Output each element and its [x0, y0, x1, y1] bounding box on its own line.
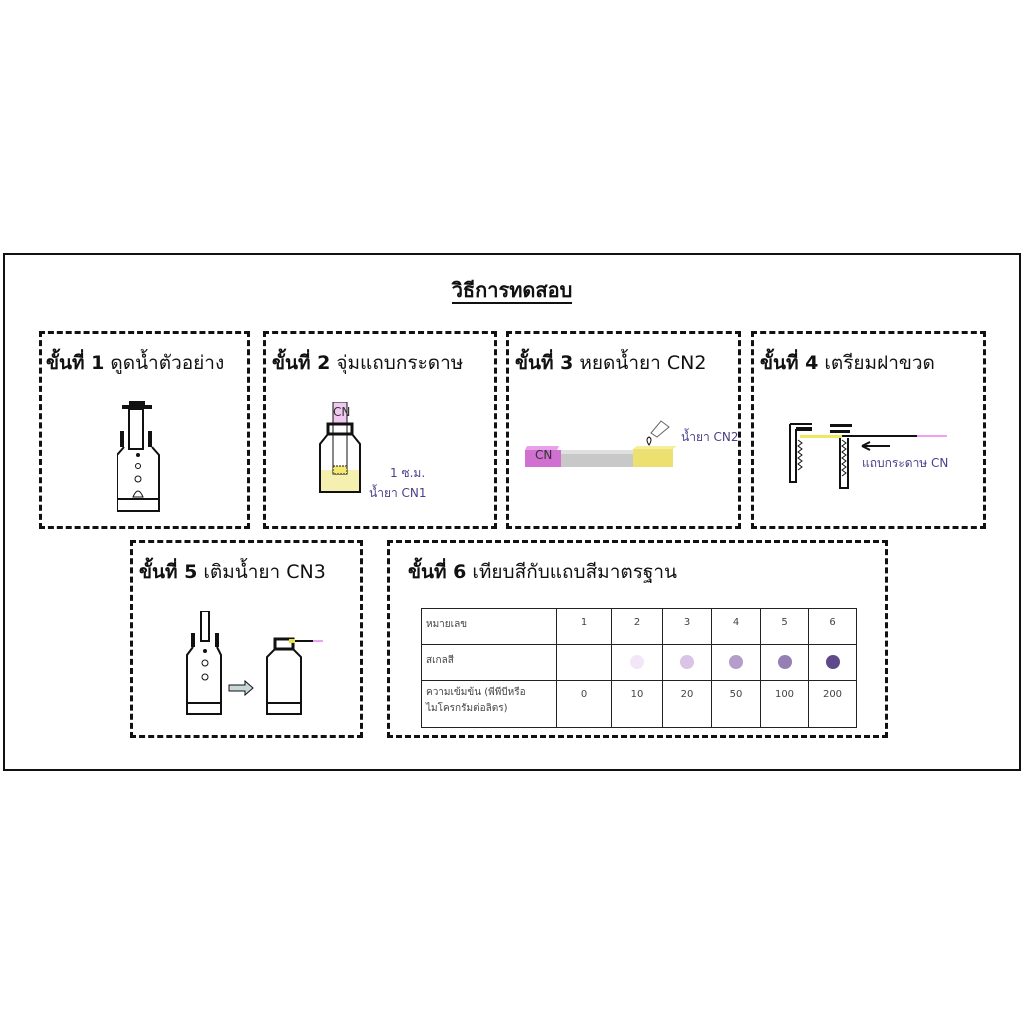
step-1-panel: ขั้นที่ 1 ดูดน้ำตัวอย่าง: [39, 331, 250, 529]
row-header: ความเข้มข้น (พีพีบีหรือ ไมโครกรัมต่อลิตร…: [421, 680, 557, 728]
depth-label: 1 ซ.ม.: [390, 466, 426, 480]
step-prefix: ขั้นที่ 4: [760, 352, 819, 374]
step-5-heading: ขั้นที่ 5 เติมน้ำยา CN3: [139, 557, 326, 587]
bottle-dip-icon: [319, 402, 361, 493]
color-cell: [662, 644, 712, 681]
table-cell: 200: [808, 680, 857, 728]
bottle-cap-icon: [789, 423, 947, 489]
step-2-heading: ขั้นที่ 2 จุ่มแถบกระดาษ: [272, 348, 463, 378]
table-cell: 100: [760, 680, 809, 728]
title-text: วิธีการทดสอบ: [451, 278, 573, 304]
step-prefix: ขั้นที่ 3: [515, 352, 574, 374]
page-title: วิธีการทดสอบ: [0, 274, 1024, 306]
procedure-frame: [3, 253, 1021, 771]
row-header: สเกลสี: [421, 644, 557, 681]
step-text: จุ่มแถบกระดาษ: [336, 352, 464, 374]
step-prefix: ขั้นที่ 6: [408, 561, 467, 583]
color-cell: [711, 644, 761, 681]
reagent-label: น้ำยา CN1: [369, 486, 427, 500]
color-cell: [760, 644, 809, 681]
step-prefix: ขั้นที่ 2: [272, 352, 331, 374]
step-prefix: ขั้นที่ 5: [139, 561, 198, 583]
color-swatch: [630, 655, 644, 669]
table-cell: 6: [808, 608, 857, 645]
table-cell: 2: [611, 608, 663, 645]
table-cell: 4: [711, 608, 761, 645]
table-cell: 10: [611, 680, 663, 728]
row-header: หมายเลข: [421, 608, 557, 645]
strip-label: CN: [333, 405, 351, 419]
step-4-heading: ขั้นที่ 4 เตรียมฝาขวด: [760, 348, 935, 378]
step-prefix: ขั้นที่ 1: [46, 352, 105, 374]
step-text: ดูดน้ำตัวอย่าง: [110, 352, 225, 374]
table-cell: 50: [711, 680, 761, 728]
color-cell: [611, 644, 663, 681]
strip-label: แถบกระดาษ CN: [862, 456, 949, 470]
color-scale-table: หมายเลข 1 2 3 4 5 6 สเกลสี ความเข้มข้น (…: [421, 608, 857, 728]
step-text: เทียบสีกับแถบสีมาตรฐาน: [472, 561, 678, 583]
step-2-panel: ขั้นที่ 2 จุ่มแถบกระดาษ CN 1 ซ.ม. น้ำยา …: [263, 331, 497, 529]
step-3-heading: ขั้นที่ 3 หยดน้ำยา CN2: [515, 348, 706, 378]
table-row: สเกลสี: [421, 644, 857, 681]
step-6-panel: ขั้นที่ 6 เทียบสีกับแถบสีมาตรฐาน: [387, 540, 888, 738]
color-cell: [556, 644, 612, 681]
table-cell: 5: [760, 608, 809, 645]
step-3-panel: ขั้นที่ 3 หยดน้ำยา CN2 CN น้ำยา CN2: [506, 331, 741, 529]
test-strip-icon: [525, 420, 677, 467]
color-swatch: [729, 655, 743, 669]
step-1-heading: ขั้นที่ 1 ดูดน้ำตัวอย่าง: [46, 348, 224, 378]
syringe-bottle-icon: [117, 401, 160, 512]
table-cell: 1: [556, 608, 612, 645]
color-swatch: [680, 655, 694, 669]
step-text: หยดน้ำยา CN2: [579, 352, 707, 374]
color-swatch: [777, 655, 792, 669]
step-text: เตรียมฝาขวด: [824, 352, 935, 374]
step-5-panel: ขั้นที่ 5 เติมน้ำยา CN3: [130, 540, 363, 738]
reagent-label: น้ำยา CN2: [681, 430, 739, 444]
table-cell: 3: [662, 608, 712, 645]
color-swatch: [825, 655, 840, 669]
table-cell: 20: [662, 680, 712, 728]
add-reagent-bottles-icon: [186, 611, 323, 715]
strip-label: CN: [535, 448, 553, 462]
table-cell: 0: [556, 680, 612, 728]
step-4-panel: ขั้นที่ 4 เตรียมฝาขวด แถบกระดาษ CN: [751, 331, 986, 529]
color-cell: [808, 644, 857, 681]
table-row: หมายเลข 1 2 3 4 5 6: [421, 608, 857, 645]
step-6-heading: ขั้นที่ 6 เทียบสีกับแถบสีมาตรฐาน: [408, 557, 677, 587]
step-text: เติมน้ำยา CN3: [203, 561, 326, 583]
table-row: ความเข้มข้น (พีพีบีหรือ ไมโครกรัมต่อลิตร…: [421, 680, 857, 728]
